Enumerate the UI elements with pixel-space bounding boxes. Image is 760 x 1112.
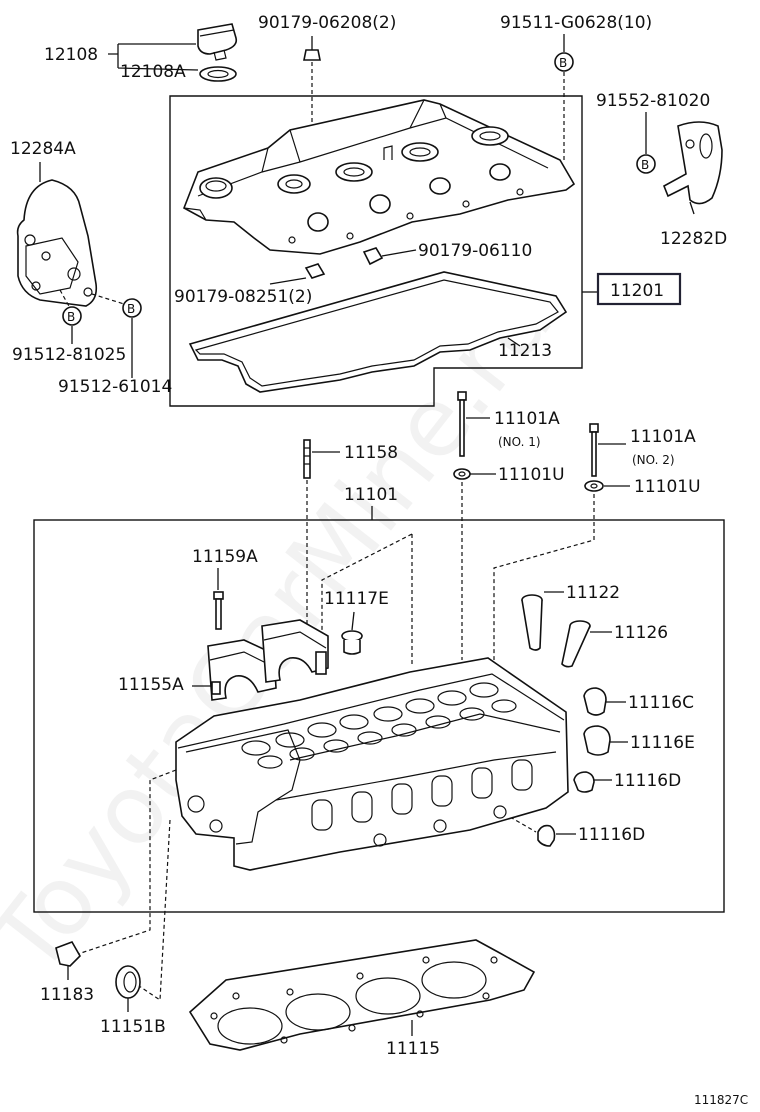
cylinder-head-frame: [33, 519, 725, 913]
label-11158: 11158: [344, 443, 398, 463]
label-11116D-2: 11116D: [578, 825, 645, 845]
label-91512-61014: 91512-61014: [58, 377, 172, 397]
label-11213: 11213: [498, 341, 552, 361]
dash-11117E: [321, 533, 413, 664]
cylinder-head-cover[interactable]: [182, 99, 576, 255]
label-12108A: 12108A: [120, 62, 186, 82]
label-11122: 11122: [566, 583, 620, 603]
cover-assembly-frame: [169, 95, 583, 407]
head-bolt-11101A-no2[interactable]: [589, 423, 599, 477]
label-11159A: 11159A: [192, 547, 258, 567]
label-12282D: 12282D: [660, 229, 727, 249]
grommet-90179-06110[interactable]: [362, 247, 384, 266]
knock-pin-11155A[interactable]: [211, 681, 221, 695]
bolt-b-marker[interactable]: B: [554, 52, 574, 72]
label-no2: (NO. 2): [632, 453, 675, 467]
label-90179-08251: 90179-08251(2): [174, 287, 312, 307]
head-bolt-11101A-no1[interactable]: [457, 391, 467, 457]
label-12284A: 12284A: [10, 139, 76, 159]
bolt-11159A[interactable]: [213, 591, 224, 630]
label-11155A: 11155A: [118, 675, 184, 695]
leader-90179-06110: [381, 249, 417, 257]
camshaft-bearing-cap[interactable]: [207, 639, 277, 701]
label-11101U-1: 11101U: [498, 465, 565, 485]
svg-text:B: B: [127, 302, 135, 316]
cylinder-head-gasket-11115[interactable]: [188, 939, 536, 1051]
bolt-b-marker[interactable]: B: [62, 306, 82, 326]
leader-12282D: [689, 201, 695, 215]
label-91512-81025: 91512-81025: [12, 345, 126, 365]
camshaft-bearing-cap[interactable]: [261, 619, 329, 683]
cylinder-head-11101[interactable]: [175, 657, 569, 871]
label-11116D-1: 11116D: [614, 771, 681, 791]
label-11101A-no1: 11101A: [494, 409, 560, 429]
label-no1: (NO. 1): [498, 435, 541, 449]
label-11201: 11201: [610, 281, 664, 301]
label-11101U-2: 11101U: [634, 477, 701, 497]
svg-text:B: B: [641, 158, 649, 172]
bolt-b-marker[interactable]: B: [122, 298, 142, 318]
label-11115: 11115: [386, 1039, 440, 1059]
dash-12284A: [59, 289, 125, 309]
label-12108: 12108: [44, 45, 98, 65]
label-11151B: 11151B: [100, 1017, 166, 1037]
head-bolt-washer-11101U[interactable]: [453, 468, 471, 480]
head-bolt-washer-11101U[interactable]: [584, 480, 604, 492]
oil-filler-cap[interactable]: [197, 23, 238, 61]
valve-guide-11122[interactable]: [521, 594, 543, 651]
plug-11116E[interactable]: [583, 725, 611, 756]
diagram-code: 111827C: [694, 1093, 748, 1107]
oil-seal-11151B[interactable]: [115, 965, 141, 999]
label-11126: 11126: [614, 623, 668, 643]
grommet-90179-08251[interactable]: [304, 263, 326, 279]
valve-guide-11126[interactable]: [561, 620, 591, 668]
stud-11158[interactable]: [303, 439, 311, 479]
label-11117E: 11117E: [324, 589, 389, 609]
leader-11213: [507, 337, 521, 347]
dash-bolt-no2: [493, 494, 595, 660]
label-11116E: 11116E: [630, 733, 695, 753]
plug-11116C[interactable]: [583, 687, 607, 716]
callout-box-11201[interactable]: 11201: [596, 272, 682, 306]
plug-11117E[interactable]: [341, 630, 363, 655]
plug-11116D[interactable]: [537, 824, 556, 847]
label-90179-06208: 90179-06208(2): [258, 13, 396, 33]
label-90179-06110: 90179-06110: [418, 241, 532, 261]
plug-11183[interactable]: [55, 941, 81, 967]
bolt-b-marker[interactable]: B: [636, 154, 656, 174]
plug-11116D[interactable]: [573, 771, 595, 793]
label-11101: 11101: [344, 485, 398, 505]
label-11101A-no2: 11101A: [630, 427, 696, 447]
oil-filler-cap-gasket[interactable]: [199, 66, 237, 82]
leader-11117E: [351, 611, 355, 631]
label-11116C: 11116C: [628, 693, 694, 713]
bolt-90179-06208[interactable]: [303, 49, 321, 61]
label-91511-G0628: 91511-G0628(10): [500, 13, 652, 33]
svg-text:B: B: [559, 56, 567, 70]
engine-hanger-bracket-12284A[interactable]: [16, 179, 98, 307]
label-91552-81020: 91552-81020: [596, 91, 710, 111]
label-11183: 11183: [40, 985, 94, 1005]
leader-90179-08251: [269, 277, 307, 285]
svg-text:B: B: [67, 310, 75, 324]
leader-12108: [108, 43, 199, 71]
engine-hanger-bracket-12282D[interactable]: [662, 121, 723, 205]
head-cover-gasket-11213[interactable]: [188, 271, 568, 393]
